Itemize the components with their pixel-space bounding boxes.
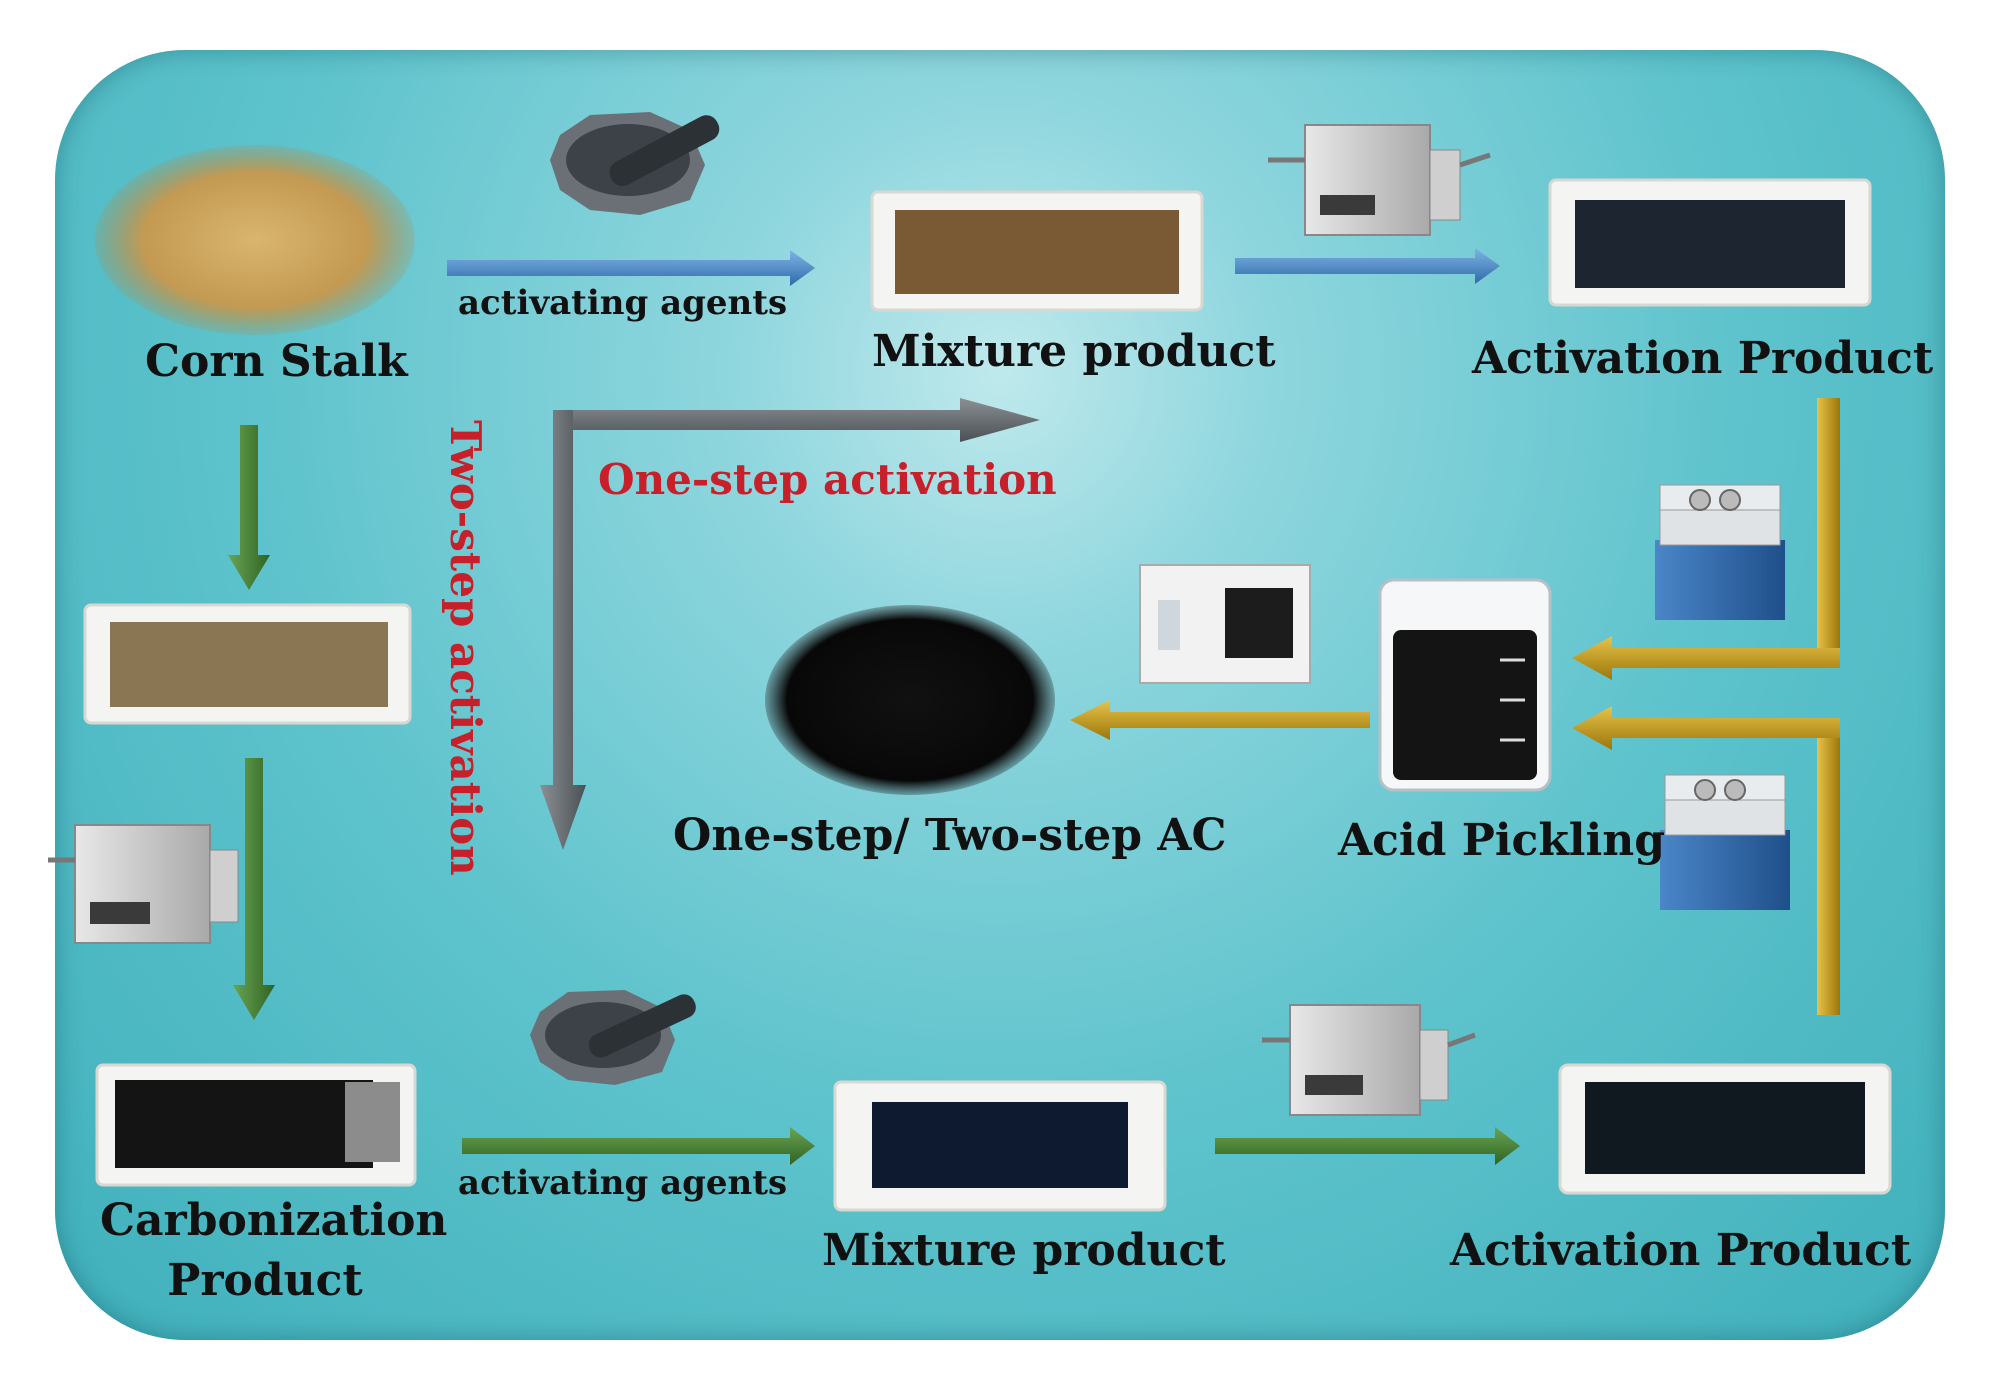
mortar-pestle-icon — [530, 990, 696, 1085]
label-activating-agents-top: activating agents — [458, 283, 788, 323]
label-mixture-product-top: Mixture product — [872, 326, 1276, 377]
tube-furnace-icon — [48, 824, 239, 944]
arrow-green-corn-to-carbonization — [228, 425, 270, 590]
label-acid-pickling: Acid Pickling — [1338, 815, 1665, 866]
arrow-gray-two-step — [540, 410, 586, 850]
label-corn-stalk: Corn Stalk — [145, 336, 408, 387]
arrow-green-carbonization-to-mixture — [462, 1127, 815, 1165]
activated-carbon-image — [765, 605, 1055, 795]
mixture-tray-bottom — [833, 1080, 1167, 1212]
tube-furnace-icon — [1268, 124, 1491, 236]
mixture-tray-top — [870, 190, 1204, 312]
label-one-step-activation: One-step activation — [598, 455, 1057, 504]
arrow-blue-mixture-to-activation — [1235, 248, 1500, 284]
label-carbonization-line1: Carbonization — [100, 1195, 448, 1246]
label-carbonization-line2: Product — [167, 1255, 363, 1306]
arrow-gold-bottom-activation-to-pickling — [1572, 706, 1840, 1015]
arrow-green-tray-to-carbonization — [233, 758, 275, 1020]
vacuum-pump-icon — [1660, 774, 1790, 910]
arrow-gold-top-activation-to-pickling — [1572, 398, 1840, 680]
label-activation-product-bottom: Activation Product — [1450, 1225, 1912, 1276]
vacuum-pump-icon — [1655, 484, 1785, 620]
tube-furnace-icon — [1262, 1004, 1476, 1116]
carbonization-tray-left — [83, 603, 412, 725]
beaker-icon — [1378, 578, 1552, 792]
carbonization-product-tray — [95, 1063, 417, 1187]
arrow-green-mixture-to-activation — [1215, 1127, 1520, 1165]
mortar-pestle-icon — [550, 112, 720, 215]
activation-tray-bottom — [1558, 1063, 1892, 1195]
label-activating-agents-bottom: activating agents — [458, 1163, 788, 1203]
label-one-two-step-ac: One-step/ Two-step AC — [673, 810, 1227, 861]
arrow-gold-pickling-to-ac — [1070, 700, 1370, 740]
label-mixture-product-bottom: Mixture product — [822, 1225, 1226, 1276]
drying-oven-icon — [1139, 564, 1311, 684]
label-two-step-activation: Two-step activation — [441, 420, 490, 876]
corn-stalk-image — [95, 145, 415, 335]
label-activation-product-top: Activation Product — [1472, 333, 1934, 384]
arrow-gray-one-step — [553, 398, 1040, 442]
activation-tray-top — [1548, 178, 1872, 307]
arrow-blue-corn-to-mixture — [447, 250, 815, 286]
